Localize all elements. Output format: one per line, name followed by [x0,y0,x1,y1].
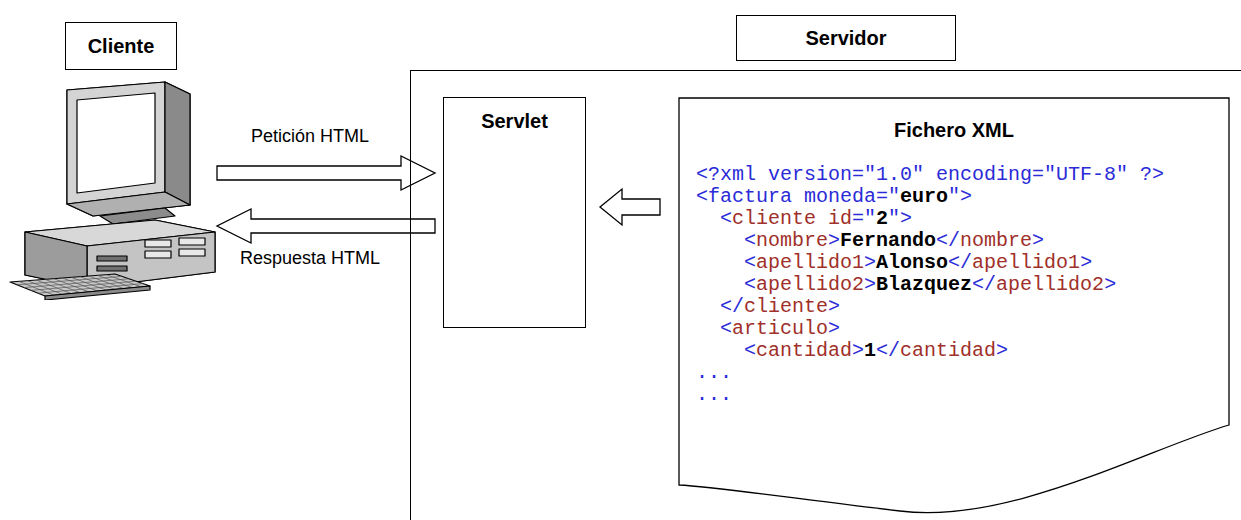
code-token: cliente [744,295,828,318]
xml-code-line: <articulo> [696,318,840,340]
code-token: > [828,229,840,252]
code-token: apellido1 [972,251,1080,274]
code-token: Alonso [876,251,948,274]
code-token: > [864,251,876,274]
code-token: < [696,273,756,296]
code-token: apellido1 [756,251,864,274]
code-token: apellido2 [756,273,864,296]
code-token: > [828,317,840,340]
code-token: < [696,251,756,274]
code-token: < [696,339,756,362]
code-token: > [996,339,1008,362]
code-token: </ [936,229,960,252]
client-label-box: Cliente [65,22,177,70]
code-token: < [696,317,732,340]
code-token: Blazquez [876,273,972,296]
code-token: apellido2 [996,273,1104,296]
xml-code-line: <apellido2>Blazquez</apellido2> [696,274,1116,296]
code-token: > [1104,273,1116,296]
code-token: nombre [960,229,1032,252]
code-token: > [1080,251,1092,274]
block-arrow [217,156,435,190]
block-arrow [600,189,660,225]
xml-code-line: <cantidad>1</cantidad> [696,340,1008,362]
code-token: cantidad [756,339,852,362]
code-token: ... [696,361,732,384]
xml-code-line: ... [696,384,732,406]
code-token: </ [696,295,744,318]
code-token: < [696,207,732,230]
servlet-title: Servlet [444,98,585,133]
servlet-box: Servlet [443,97,586,328]
edge-label: Petición HTML [249,126,371,147]
code-token: Fernando [840,229,936,252]
block-arrow [217,209,435,243]
code-token: 1 [864,339,876,362]
code-token: "> [948,185,972,208]
client-area: Cliente [5,20,217,300]
code-token: =" [852,207,876,230]
code-token: > [828,295,840,318]
code-token: </ [948,251,972,274]
code-token: cliente id [732,207,852,230]
code-token: <?xml version="1.0" encoding="UTF-8" ?> [696,163,1164,186]
code-token: > [852,339,864,362]
edge-label: Respuesta HTML [238,248,382,269]
code-token: <factura moneda=" [696,185,900,208]
xml-code-line: </cliente> [696,296,840,318]
code-token: nombre [756,229,828,252]
code-token: < [696,229,756,252]
code-token: ... [696,383,732,406]
code-token: </ [876,339,900,362]
xml-code-line: <cliente id="2"> [696,208,912,230]
code-token: euro [900,185,948,208]
xml-code-line: <nombre>Fernando</nombre> [696,230,1044,252]
code-token: > [1032,229,1044,252]
server-label-box: Servidor [736,15,956,61]
code-token: cantidad [900,339,996,362]
xml-code-line: ... [696,362,732,384]
xml-code-line: <apellido1>Alonso</apellido1> [696,252,1092,274]
code-token: "> [888,207,912,230]
code-token: 2 [876,207,888,230]
xml-document: Fichero XML <?xml version="1.0" encoding=… [678,97,1230,517]
document-title: Fichero XML [678,119,1230,142]
code-token: > [864,273,876,296]
code-token: </ [972,273,996,296]
code-token: articulo [732,317,828,340]
server-region: ServidorServletFichero XML<?xml version=… [410,70,1241,520]
xml-code-line: <?xml version="1.0" encoding="UTF-8" ?> [696,164,1164,186]
xml-code-line: <factura moneda="euro"> [696,186,972,208]
